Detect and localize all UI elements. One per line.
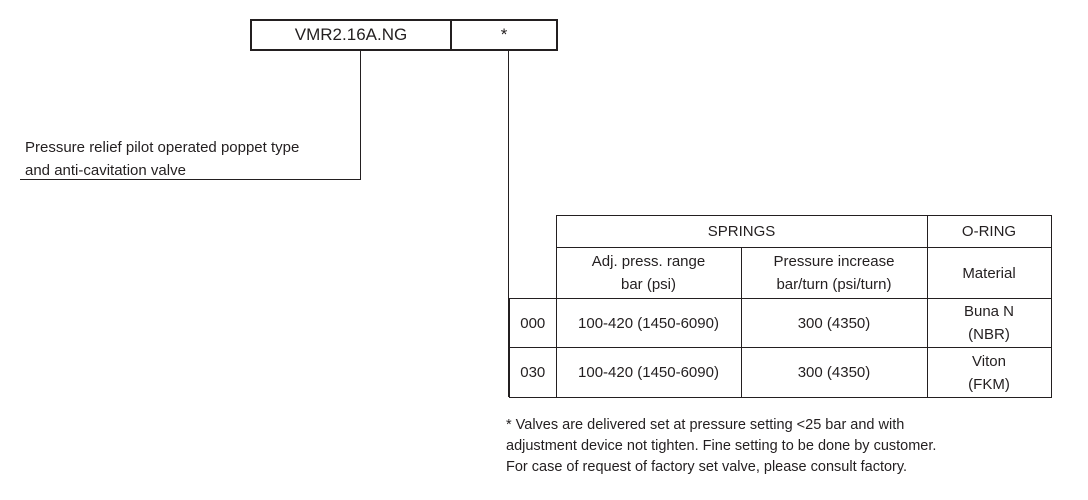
range-header-line-1: Adj. press. range	[591, 253, 706, 270]
option-code: *	[500, 25, 508, 44]
range-header: Adj. press. range bar (psi)	[555, 247, 742, 299]
material-line-1: Buna N	[963, 303, 1015, 320]
description-line-2: and anti-cavitation valve	[25, 162, 186, 179]
table-row: 000 100-420 (1450-6090) 300 (4350) Buna …	[509, 298, 1052, 348]
option-code-box: *	[450, 19, 558, 51]
material-line-2: (NBR)	[968, 326, 1010, 343]
row-range: 100-420 (1450-6090)	[555, 347, 742, 398]
row-range: 100-420 (1450-6090)	[555, 298, 742, 348]
option-leader-vertical	[508, 51, 509, 397]
increase-header-line-1: Pressure increase	[773, 253, 895, 270]
increase-header: Pressure increase bar/turn (psi/turn)	[740, 247, 928, 299]
footnote-line-3: For case of request of factory set valve…	[506, 459, 908, 475]
oring-header: O-RING	[926, 215, 1052, 248]
footnote-line-2: adjustment device not tighten. Fine sett…	[506, 438, 937, 454]
model-code: VMR2.16A.NG	[294, 25, 408, 44]
row-code: 000	[509, 298, 557, 348]
material-line-1: Viton	[972, 352, 1006, 370]
row-material: Viton (FKM)	[926, 347, 1052, 398]
range-header-line-2: bar (psi)	[620, 276, 676, 293]
table-row: 030 100-420 (1450-6090) 300 (4350) Viton…	[509, 347, 1052, 398]
description-line-1: Pressure relief pilot operated poppet ty…	[25, 139, 300, 156]
option-table: SPRINGS O-RING Adj. press. range bar (ps…	[509, 215, 1052, 398]
model-leader-underline	[20, 179, 361, 180]
springs-header: SPRINGS	[555, 215, 928, 248]
model-code-box: VMR2.16A.NG	[250, 19, 452, 51]
blank-corner	[509, 215, 557, 299]
footnote-line-1: * Valves are delivered set at pressure s…	[506, 417, 905, 433]
row-increase: 300 (4350)	[740, 298, 928, 348]
valve-description: Pressure relief pilot operated poppet ty…	[25, 136, 355, 182]
material-line-2: (FKM)	[968, 375, 1010, 393]
row-increase: 300 (4350)	[740, 347, 928, 398]
increase-header-line-2: bar/turn (psi/turn)	[776, 276, 892, 293]
row-code: 030	[509, 347, 557, 398]
material-header: Material	[926, 247, 1052, 299]
model-leader-vertical	[360, 51, 361, 180]
footnote: * Valves are delivered set at pressure s…	[506, 415, 1076, 478]
row-material: Buna N (NBR)	[926, 298, 1052, 348]
